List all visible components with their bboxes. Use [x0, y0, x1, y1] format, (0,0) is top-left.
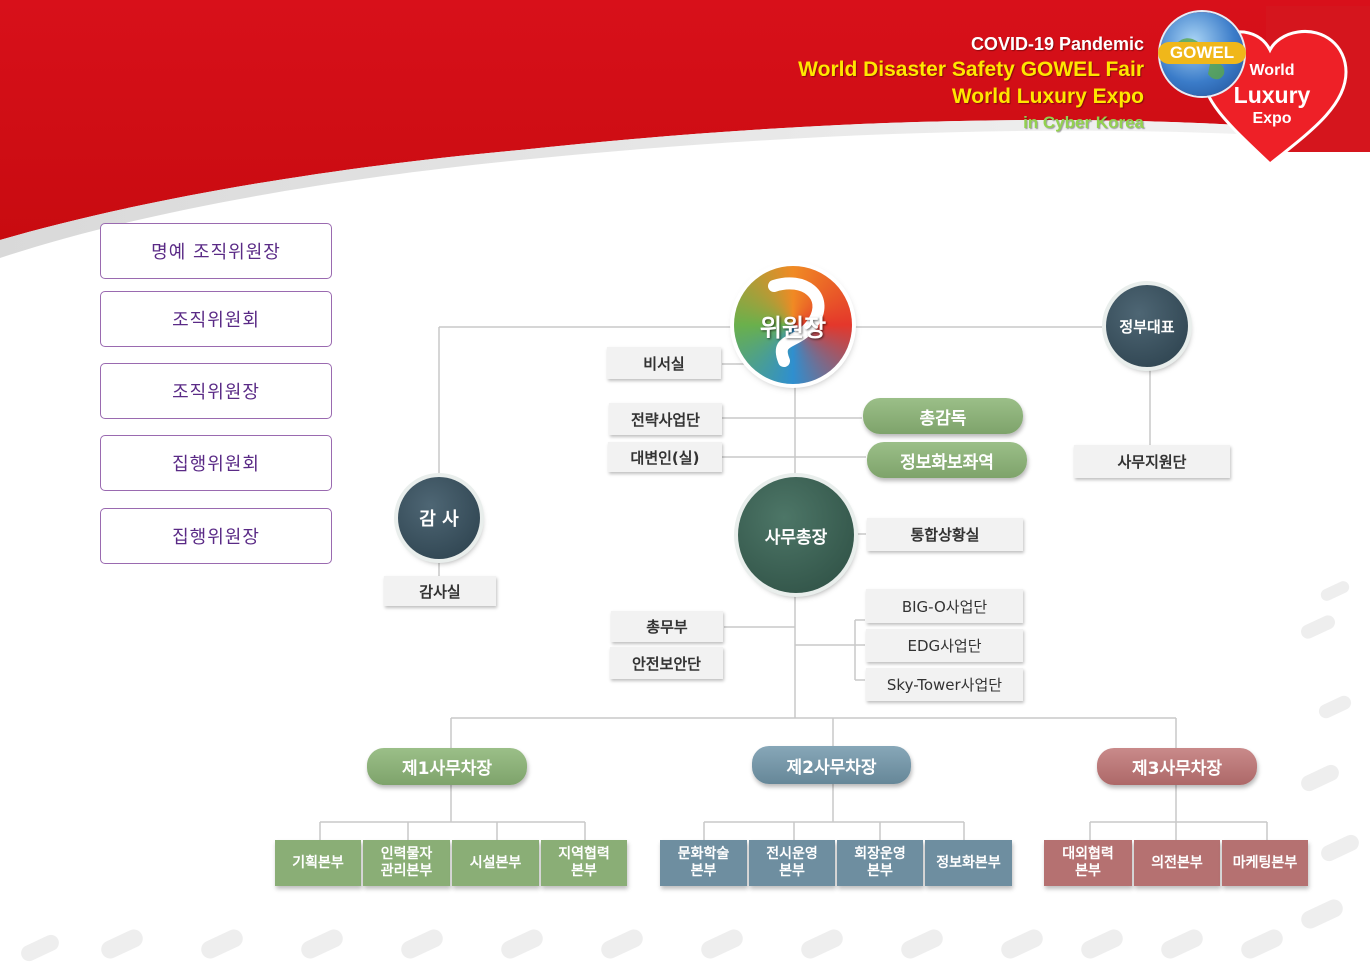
support-team-box: 사무지원단 — [1074, 445, 1230, 478]
sidebar-item-organizing-committee[interactable]: 조직위원회 — [100, 291, 332, 347]
secretary-general-label: 사무총장 — [764, 527, 828, 548]
spokesperson-box: 대변인(실) — [608, 442, 722, 472]
dept-protocol: 의전본부 — [1134, 840, 1220, 886]
deputy-1-node: 제1사무차장 — [367, 748, 527, 785]
audit-office-box: 감사실 — [384, 576, 496, 606]
heart-text-luxury: Luxury — [1233, 82, 1311, 108]
header-background — [0, 0, 1370, 258]
sidebar-item-label: 조직위원장 — [172, 382, 260, 403]
chair-emblem-icon — [768, 277, 825, 367]
dept-information: 정보화본부 — [925, 840, 1012, 886]
globe-label: GOWEL — [1158, 42, 1246, 64]
sidebar-item-honorary-chair[interactable]: 명예 조직위원장 — [100, 223, 332, 279]
gov-rep-label: 정부대표 — [1119, 317, 1175, 336]
situation-room-box: 통합상황실 — [867, 518, 1023, 551]
dept-culture-academic: 문화학술 본부 — [660, 840, 747, 886]
general-director-node: 총감독 — [863, 398, 1023, 434]
heart-text-world: World — [1249, 62, 1295, 79]
sidebar-item-executive-committee[interactable]: 집행위원회 — [100, 435, 332, 491]
info-promo-node: 정보화보좌역 — [867, 442, 1027, 478]
skytower-box: Sky-Tower사업단 — [866, 668, 1023, 701]
safety-security-box: 안전보안단 — [610, 647, 723, 679]
general-affairs-box: 총무부 — [611, 611, 723, 642]
dept-facilities: 시설본부 — [452, 840, 539, 886]
heart-text-expo: Expo — [1252, 110, 1292, 127]
sidebar-item-label: 집행위원장 — [172, 527, 260, 548]
sidebar-item-label: 명예 조직위원장 — [151, 242, 281, 263]
sidebar-item-executive-chair[interactable]: 집행위원장 — [100, 508, 332, 564]
auditor-node: 감 사 — [398, 477, 480, 559]
sidebar-item-label: 조직위원회 — [172, 310, 260, 331]
dept-planning: 기획본부 — [275, 840, 361, 886]
dept-hr-materials: 인력물자 관리본부 — [363, 840, 450, 886]
edg-box: EDG사업단 — [866, 629, 1023, 662]
chair-node: 위원장 — [734, 266, 852, 384]
sidebar-item-organizing-chair[interactable]: 조직위원장 — [100, 363, 332, 419]
world-luxury-expo-logo: World Luxury Expo GOWEL — [1158, 6, 1370, 166]
globe-icon: GOWEL — [1158, 12, 1246, 96]
strategy-box: 전략사업단 — [609, 403, 722, 435]
bigo-box: BIG-O사업단 — [866, 589, 1023, 623]
header-line-3: World Luxury Expo — [951, 85, 1144, 108]
dept-regional-cooperation: 지역협력 본부 — [541, 840, 627, 886]
secretary-office-box: 비서실 — [607, 347, 721, 379]
deputy-3-node: 제3사무차장 — [1097, 748, 1257, 785]
deputy-2-node: 제2사무차장 — [752, 746, 911, 784]
header-line-4: in Cyber Korea — [1023, 113, 1144, 132]
secretary-general-node: 사무총장 — [738, 477, 854, 593]
auditor-label: 감 사 — [419, 509, 459, 530]
sidebar-item-label: 집행위원회 — [172, 454, 260, 475]
dept-external-cooperation: 대외협력 본부 — [1044, 840, 1132, 886]
dept-exhibition-ops: 전시운영 본부 — [749, 840, 835, 886]
dept-venue-ops: 회장운영 본부 — [837, 840, 923, 886]
chair-label: 위원장 — [759, 313, 827, 342]
header-line-2: World Disaster Safety GOWEL Fair — [798, 58, 1144, 81]
header-line-1: COVID-19 Pandemic — [970, 34, 1144, 54]
dept-marketing: 마케팅본부 — [1222, 840, 1308, 886]
gov-rep-node: 정부대표 — [1106, 285, 1188, 367]
